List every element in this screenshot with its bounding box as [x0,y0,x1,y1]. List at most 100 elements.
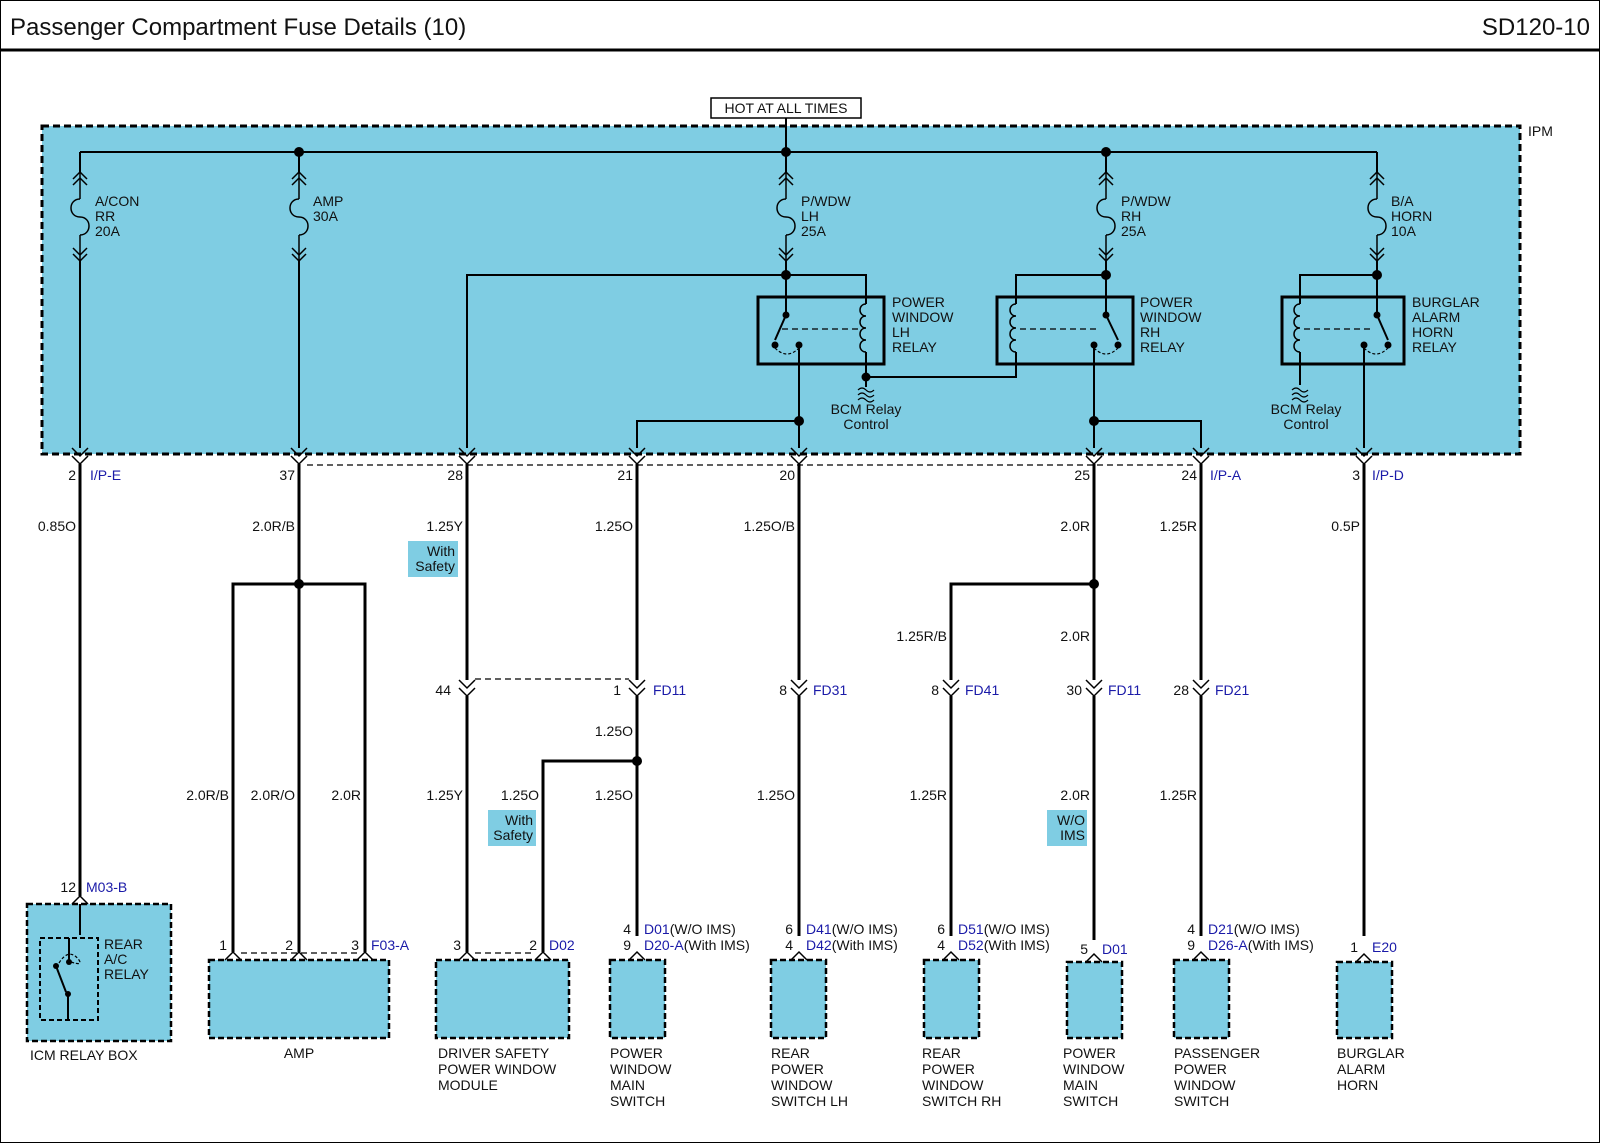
svg-text:28: 28 [1173,682,1189,698]
bcm-lh-label-2: Control [843,416,888,432]
fuse-pwdw-lh: P/WDW LH 25A [776,171,852,262]
svg-text:HORN: HORN [1412,324,1453,340]
svg-text:5: 5 [1080,941,1088,957]
svg-text:37: 37 [279,467,295,483]
svg-text:ALARM: ALARM [1337,1061,1385,1077]
svg-text:D01(W/O IMS): D01(W/O IMS) [644,921,736,937]
fuse-pwdw-rh: P/WDW RH 25A [1096,171,1172,262]
svg-text:D20-A(With IMS): D20-A(With IMS) [644,937,750,953]
svg-text:WINDOW: WINDOW [771,1077,833,1093]
connector-fd31: FD31 [813,682,847,698]
svg-text:25A: 25A [1121,223,1147,239]
diagram-code: SD120-10 [1482,14,1590,41]
ipm-connectors [71,447,1373,466]
svg-text:WINDOW: WINDOW [922,1077,984,1093]
svg-text:D51(W/O IMS): D51(W/O IMS) [958,921,1050,937]
svg-text:10A: 10A [1391,223,1417,239]
burglar-alarm-horn-relay [1280,295,1406,366]
svg-text:3: 3 [351,937,359,953]
svg-text:1.25R: 1.25R [1160,787,1197,803]
svg-text:D21(W/O IMS): D21(W/O IMS) [1208,921,1300,937]
svg-text:RELAY: RELAY [1412,339,1458,355]
burglar-alarm-horn: 1 E20 BURGLAR ALARM HORN [1335,939,1405,1093]
svg-text:SWITCH RH: SWITCH RH [922,1093,1001,1109]
svg-text:1.25O: 1.25O [595,518,633,534]
svg-text:P/WDW: P/WDW [1121,193,1172,209]
svg-text:BURGLAR: BURGLAR [1337,1045,1405,1061]
connector-e20: E20 [1372,939,1397,955]
svg-text:SWITCH: SWITCH [1063,1093,1118,1109]
svg-text:9: 9 [623,937,631,953]
svg-text:RELAY: RELAY [892,339,938,355]
fuse-ba-horn: B/A HORN 10A [1367,171,1432,262]
connector-f03-a: F03-A [371,937,410,953]
svg-text:4: 4 [1187,921,1195,937]
svg-text:24: 24 [1181,467,1197,483]
power-window-main-switch: 4 9 D01(W/O IMS) D20-A(With IMS) POWER W… [608,921,750,1109]
svg-text:WINDOW: WINDOW [1063,1061,1125,1077]
with-safety-note [408,541,458,577]
svg-text:RR: RR [95,208,115,224]
svg-text:D52(With IMS): D52(With IMS) [958,937,1050,953]
svg-text:2.0R: 2.0R [1060,787,1090,803]
power-window-main-switch-2: 5 D01 POWER WINDOW MAIN SWITCH [1063,941,1128,1109]
power-window-lh-relay [756,295,886,366]
connector-ip-e: I/P-E [90,467,121,483]
svg-text:LH: LH [801,208,819,224]
svg-text:WINDOW: WINDOW [1174,1077,1236,1093]
svg-text:25A: 25A [801,223,827,239]
svg-text:44: 44 [435,682,451,698]
svg-text:POWER: POWER [922,1061,975,1077]
connector-fd41: FD41 [965,682,999,698]
connector-fd21: FD21 [1215,682,1249,698]
svg-text:1.25O: 1.25O [757,787,795,803]
svg-text:3: 3 [453,937,461,953]
svg-text:1: 1 [219,937,227,953]
bcm-ba-label-1: BCM Relay [1271,401,1342,417]
svg-text:With: With [427,543,455,559]
connector-d02: D02 [549,937,575,953]
svg-text:MODULE: MODULE [438,1077,498,1093]
svg-text:2.0R: 2.0R [331,787,361,803]
svg-text:A/CON: A/CON [95,193,139,209]
connector-m03-b: M03-B [86,879,127,895]
relay-ba-label: BURGLAR [1412,294,1480,310]
svg-text:POWER: POWER [1063,1045,1116,1061]
svg-text:IMS: IMS [1060,827,1085,843]
svg-text:HORN: HORN [1391,208,1432,224]
svg-text:12: 12 [60,879,76,895]
fd-connectors [458,678,1210,697]
svg-text:4: 4 [937,937,945,953]
svg-text:SWITCH: SWITCH [1174,1093,1229,1109]
svg-text:2: 2 [285,937,293,953]
svg-text:1.25O: 1.25O [501,787,539,803]
svg-text:HORN: HORN [1337,1077,1378,1093]
svg-text:ALARM: ALARM [1412,309,1460,325]
svg-text:2.0R: 2.0R [1060,518,1090,534]
svg-text:20A: 20A [95,223,121,239]
svg-text:3: 3 [1352,467,1360,483]
relay-rh-label: POWER [1140,294,1193,310]
svg-text:SWITCH: SWITCH [610,1093,665,1109]
svg-text:WINDOW: WINDOW [892,309,954,325]
svg-text:LH: LH [892,324,910,340]
svg-text:1.25Y: 1.25Y [426,787,463,803]
amp-label: AMP [284,1045,314,1061]
svg-text:WINDOW: WINDOW [1140,309,1202,325]
svg-text:1.25R: 1.25R [1160,518,1197,534]
wo-ims-note [1047,810,1087,846]
svg-text:SWITCH LH: SWITCH LH [771,1093,848,1109]
svg-text:AMP: AMP [313,193,343,209]
fuse-amp: AMP 30A [289,171,343,262]
relay-lh-label: POWER [892,294,945,310]
svg-text:8: 8 [931,682,939,698]
connector-fd11-a: FD11 [653,682,686,698]
svg-text:1.25R: 1.25R [910,787,947,803]
svg-text:28: 28 [447,467,463,483]
svg-text:30A: 30A [313,208,339,224]
svg-text:1: 1 [1350,939,1358,955]
svg-text:PASSENGER: PASSENGER [1174,1045,1260,1061]
ipm-box [40,124,1522,456]
svg-text:2.0R/O: 2.0R/O [251,787,295,803]
svg-text:P/WDW: P/WDW [801,193,852,209]
